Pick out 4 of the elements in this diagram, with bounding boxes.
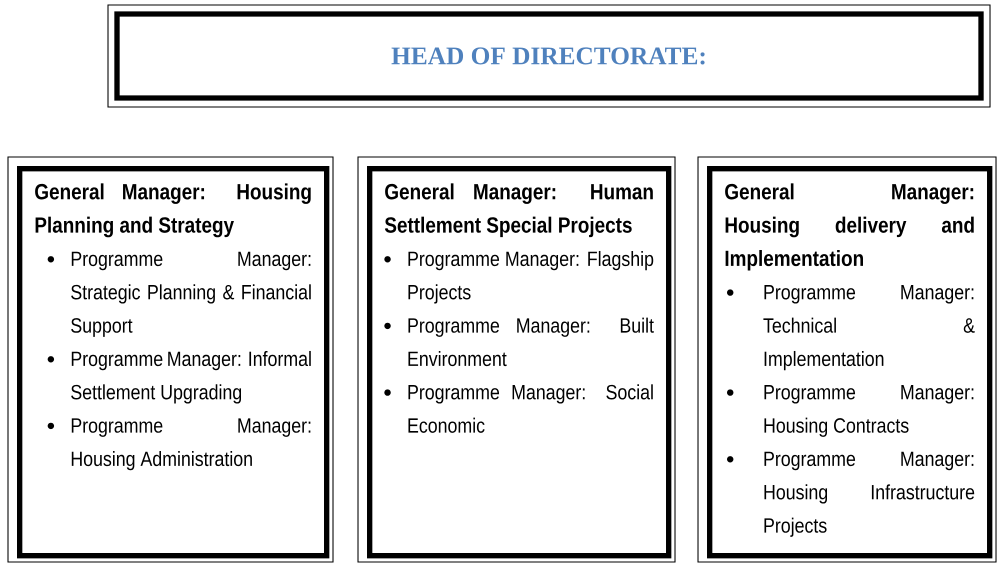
- heading-box: HEAD OF DIRECTORATE:: [107, 4, 991, 108]
- manager-box: General Manager: Human Settlement Special Projects Programme Manager: Flagship Projects Programme Manager: Built Environment Programme Manager: Social Economic: [357, 156, 676, 563]
- manager-box: General Manager: Housing Planning and Strategy Programme Manager: Strategic Planning & Financial Support Programme Manager: Informal Settlement Upgrading Programme Manager: Housing Administration: [7, 156, 334, 563]
- manager-box: General Manager: Housing delivery and Implementation Programme Manager: Technical & Implementation Programme Manager: Housing Contracts Programme Manager: Housing Infrastructure Projects: [697, 156, 997, 563]
